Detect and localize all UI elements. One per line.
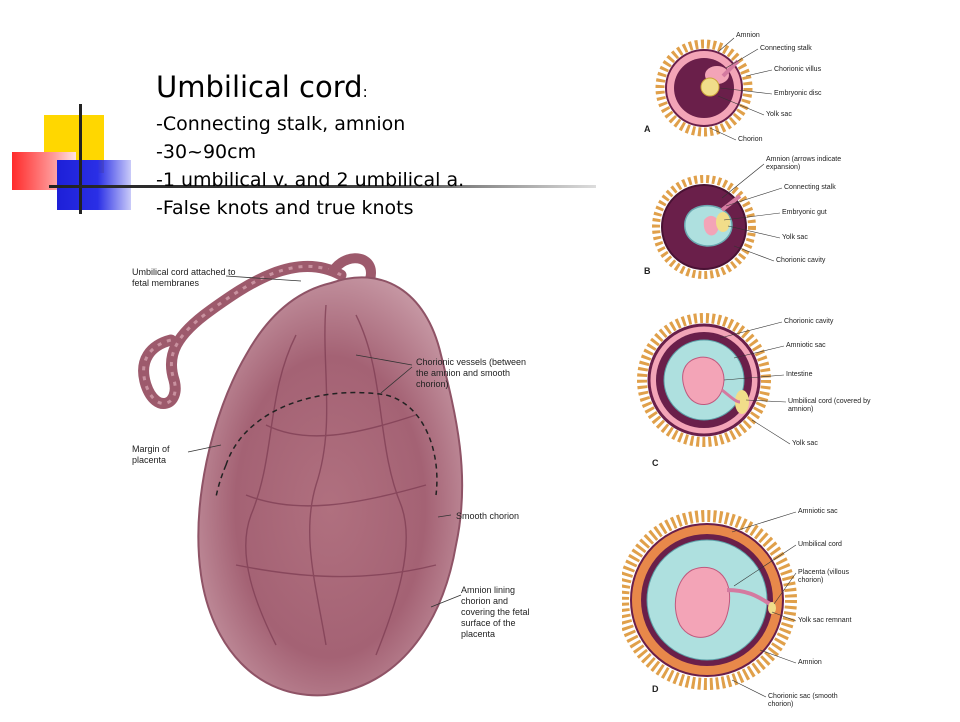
placenta-photo-panel: Umbilical cord attached to fetal membran… (126, 245, 546, 700)
slide-title-text: Umbilical cord (156, 70, 363, 104)
stage-diagrams-art (617, 37, 797, 698)
diagram-a-label-chorionic-villus: Chorionic villus (774, 66, 822, 73)
diagram-c (637, 313, 771, 447)
diagram-b (652, 175, 756, 279)
diagram-d-label-yolk-sac-remnant: Yolk sac remnant (798, 617, 852, 624)
photo-label-chorionic-vessels: Chorionic vessels (between the amnion an… (416, 357, 527, 389)
diagram-c-label-yolk-sac: Yolk sac (792, 440, 818, 447)
diagram-a-label-amnion: Amnion (736, 32, 760, 39)
bullet-list: -Connecting stalk, amnion -30~90cm -1 um… (156, 110, 464, 222)
slide-title: Umbilical cord: (156, 70, 368, 104)
diagram-d-label-chorionic-sac: Chorionic sac (smooth chorion) (768, 693, 838, 708)
diagram-b-label-embryonic-gut: Embryonic gut (782, 209, 827, 216)
photo-label-umbilical-cord: Umbilical cord attached to fetal membran… (132, 267, 236, 288)
bullet-item: -1 umbilical v. and 2 umbilical a. (156, 169, 465, 191)
diagram-b-label-chorionic-cavity: Chorionic cavity (776, 257, 826, 264)
diagram-b-label-connecting-stalk: Connecting stalk (784, 184, 836, 191)
photo-label-amnion-lining: Amnion lining chorion and covering the f… (461, 585, 530, 639)
diagram-a-label-connecting-stalk: Connecting stalk (760, 45, 812, 52)
diagram-a-letter: A (644, 124, 651, 134)
diagram-d-label-umbilical-cord: Umbilical cord (798, 541, 842, 548)
diagram-b-label-yolk-sac: Yolk sac (782, 234, 808, 241)
photo-label-smooth-chorion: Smooth chorion (456, 511, 520, 521)
bullet-item: -30~90cm (156, 141, 257, 163)
diagram-a-label-embryonic-disc: Embryonic disc (774, 90, 822, 97)
diagram-d-label-placenta: Placenta (villous chorion) (798, 569, 849, 584)
diagram-a (655, 39, 753, 137)
diagram-leader-lines (709, 37, 797, 698)
diagram-c-label-amniotic-sac: Amniotic sac (786, 342, 826, 349)
diagram-c-label-intestine: Intestine (786, 371, 813, 378)
diagram-d (617, 510, 797, 690)
photo-label-margin-of-placenta: Margin of placenta (132, 444, 170, 465)
diagram-c-label-umbilical-cord: Umbilical cord (covered by amnion) (788, 398, 871, 413)
deco-vertical-line (79, 104, 82, 214)
diagram-d-label-amnion: Amnion (798, 659, 822, 666)
bullet-item: -False knots and true knots (156, 197, 414, 219)
diagram-a-label-yolk-sac: Yolk sac (766, 111, 792, 118)
placenta-photo (126, 245, 546, 700)
diagram-d-label-amniotic-sac: Amniotic sac (798, 508, 838, 515)
stage-diagrams: Amnion Connecting stalk Chorionic villus… (617, 30, 910, 718)
diagram-a-label-chorion: Chorion (738, 136, 763, 143)
chorionic-vessel-lines (235, 304, 437, 656)
diagram-b-letter: B (644, 266, 651, 276)
diagram-c-label-chorionic-cavity: Chorionic cavity (784, 318, 834, 325)
diagram-d-letter: D (652, 684, 659, 694)
diagram-b-label-amnion: Amnion (arrows indicate expansion) (766, 156, 842, 171)
photo-leader-lines (187, 275, 462, 608)
placenta-margin-dashed-end (215, 464, 227, 498)
cord-texture (142, 264, 342, 405)
placenta-margin-dashed (225, 391, 438, 496)
diagram-c-letter: C (652, 458, 659, 468)
slide-title-colon: : (362, 83, 368, 101)
placenta-membranes (197, 276, 464, 697)
deco-horizontal-line (49, 185, 596, 188)
bullet-item: -Connecting stalk, amnion (156, 113, 406, 135)
